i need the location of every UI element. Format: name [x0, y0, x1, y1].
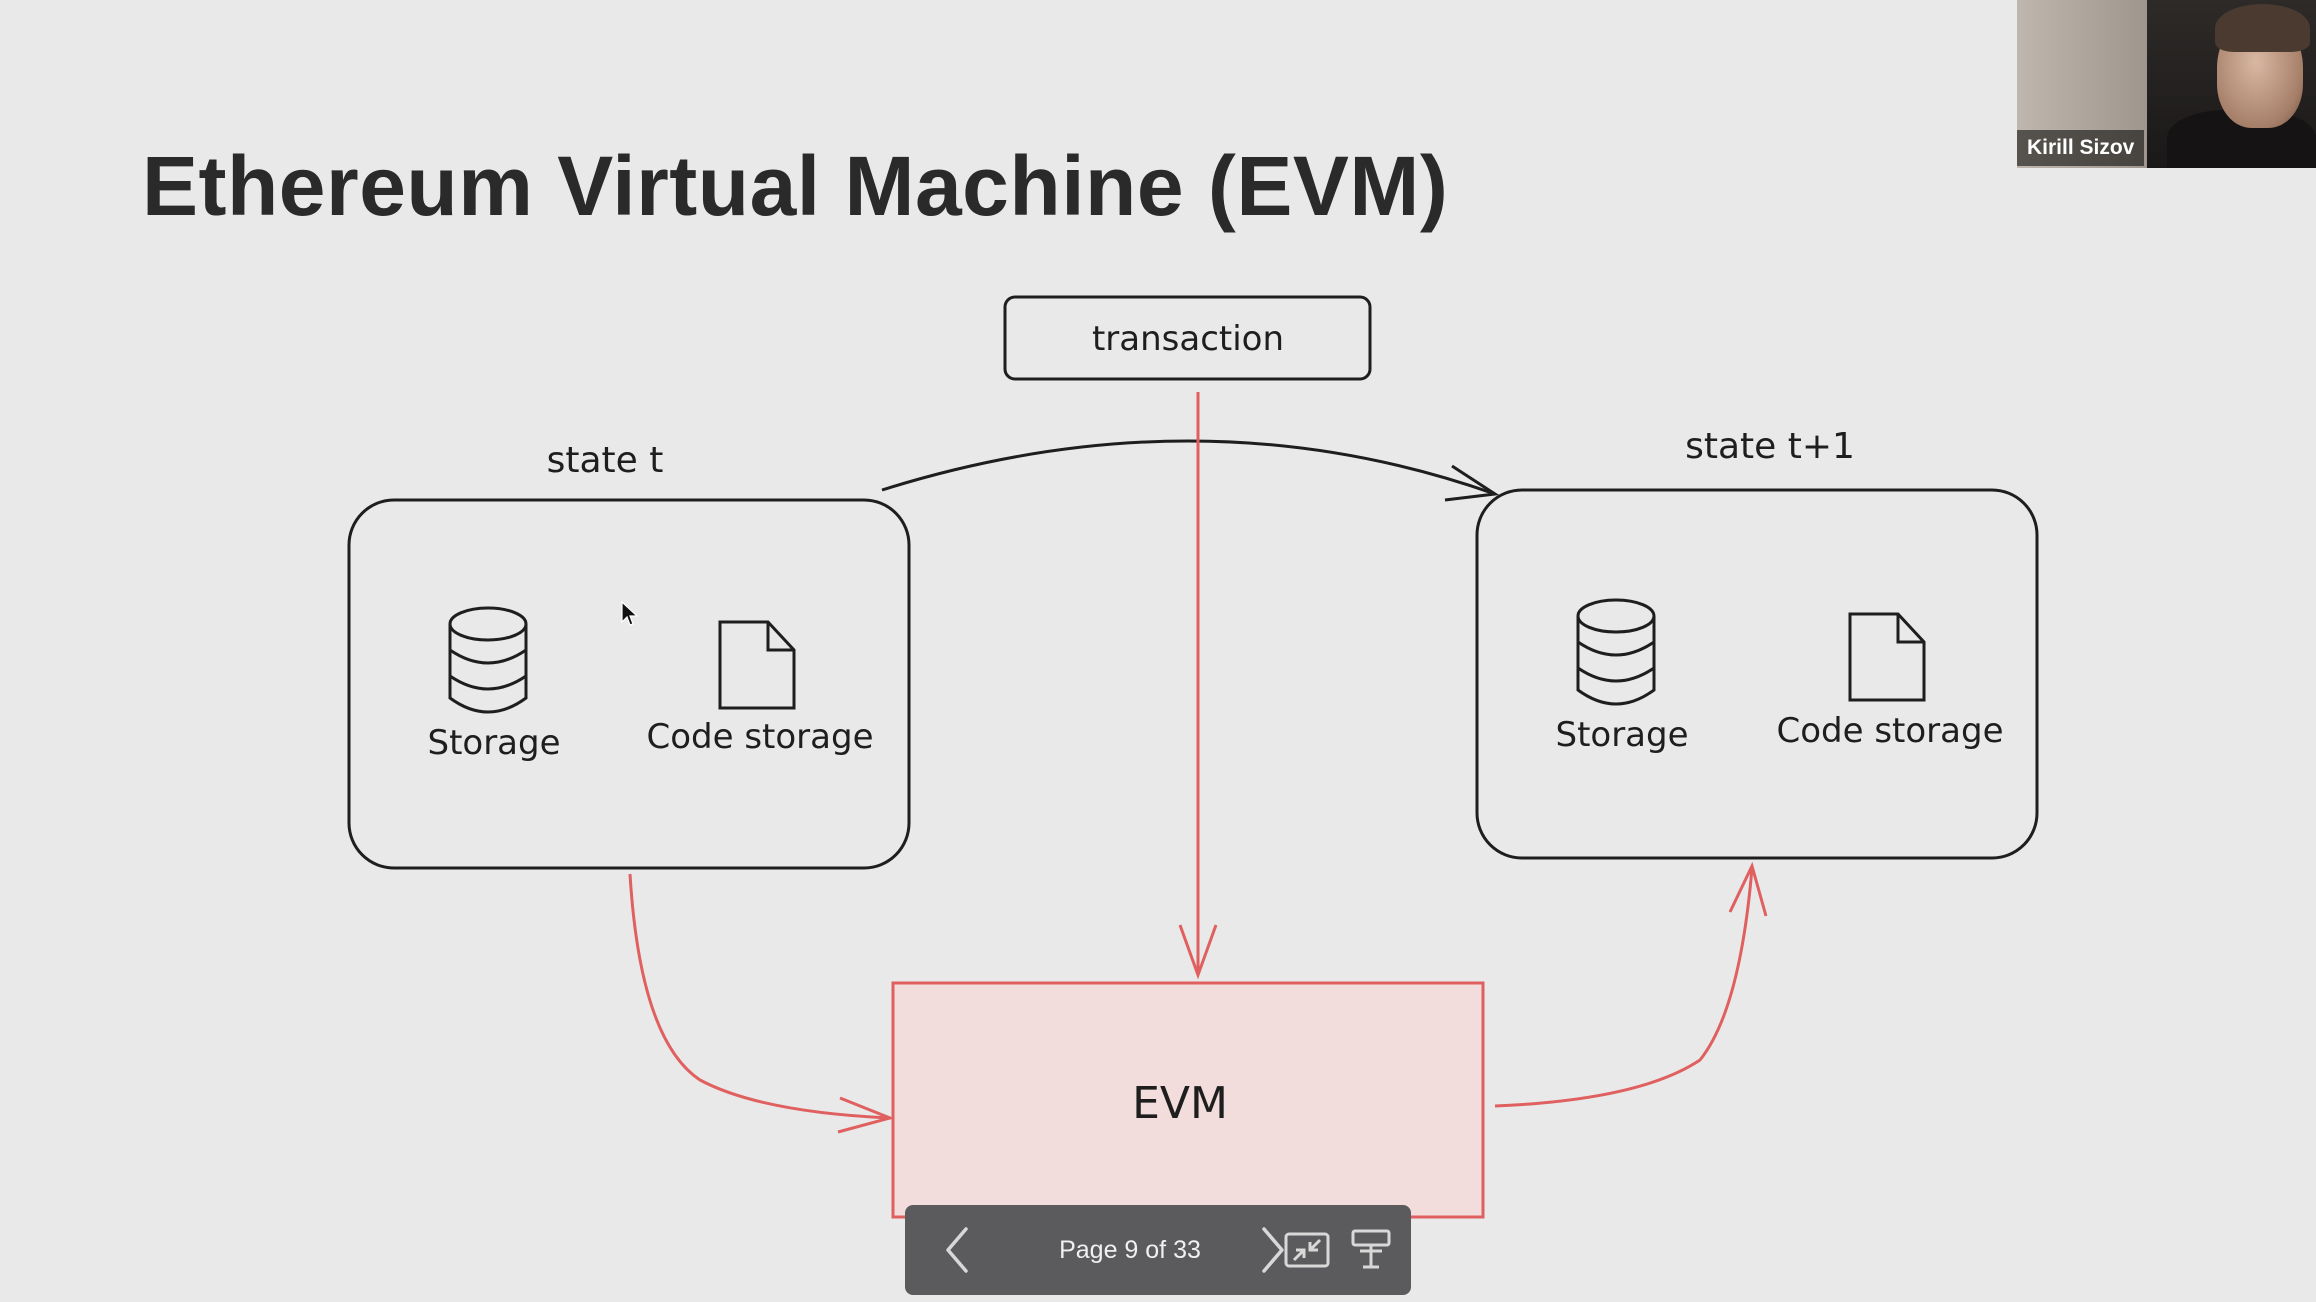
- next-page-button[interactable]: [1243, 1205, 1303, 1295]
- state-transition-arrow: [881, 439, 1496, 496]
- state-t-label: state t: [547, 440, 664, 481]
- state-t-box: [347, 498, 911, 870]
- storage-label-left: Storage: [427, 723, 560, 763]
- database-icon: [448, 606, 528, 714]
- document-icon: [718, 620, 796, 710]
- state-t1-box: [1475, 488, 2039, 860]
- document-icon: [1848, 612, 1926, 702]
- storage-label-right: Storage: [1555, 715, 1688, 755]
- state-to-evm-arrow: [628, 873, 891, 1120]
- database-icon: [1576, 598, 1656, 706]
- transaction-label: transaction: [1092, 319, 1284, 359]
- chevron-right-icon: [1262, 1227, 1284, 1273]
- participant-name-tag: Kirill Sizov: [2017, 130, 2145, 166]
- slide-title: Ethereum Virtual Machine (EVM): [142, 139, 1449, 233]
- state-to-evm-arrowhead: [837, 1096, 895, 1134]
- chevron-left-icon: [946, 1227, 968, 1273]
- state-t1-label: state t+1: [1685, 426, 1855, 467]
- code-storage-label-left: Code storage: [646, 717, 873, 757]
- exit-fullscreen-button[interactable]: [1277, 1205, 1337, 1295]
- presenter-icon: [1351, 1229, 1391, 1269]
- exit-fullscreen-icon: [1284, 1232, 1330, 1268]
- presenter-view-button[interactable]: [1341, 1205, 1401, 1295]
- presentation-toolbar: Page 9 of 33: [905, 1205, 1411, 1295]
- evm-label: EVM: [1132, 1078, 1228, 1129]
- transaction-to-evm-arrowhead: [1178, 924, 1218, 980]
- evm-to-state-arrow: [1494, 867, 1754, 1108]
- previous-page-button[interactable]: [927, 1205, 987, 1295]
- mouse-cursor-icon: [621, 600, 639, 626]
- page-indicator: Page 9 of 33: [1059, 1236, 1201, 1264]
- transaction-box: [1003, 295, 1372, 381]
- state-transition-arrowhead: [1444, 464, 1500, 502]
- evm-box: [891, 981, 1485, 1219]
- evm-to-state-arrowhead: [1728, 861, 1768, 917]
- participant-hair: [2215, 4, 2310, 52]
- code-storage-label-right: Code storage: [1776, 711, 2003, 751]
